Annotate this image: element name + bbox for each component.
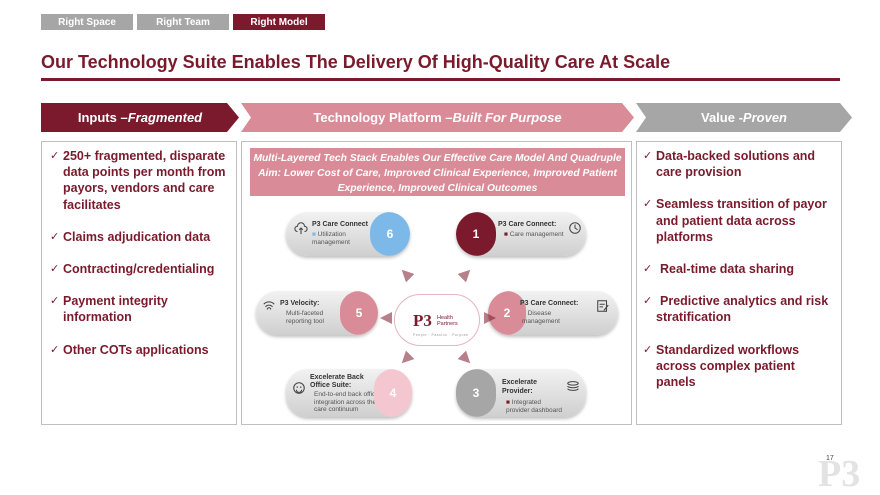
arrow-icon xyxy=(458,266,475,283)
item-desc: Multi-faceted reporting tool xyxy=(286,310,324,325)
wifi-icon xyxy=(263,301,275,310)
chevron-inputs-emph: Fragmented xyxy=(127,110,203,125)
document-edit-icon xyxy=(597,300,609,312)
check-icon: ✓ xyxy=(50,150,60,162)
page-title: Our Technology Suite Enables The Deliver… xyxy=(41,52,671,72)
chevron-technology: Technology Platform – Built For Purpose xyxy=(241,103,634,132)
p3-watermark-logo: P3 xyxy=(818,453,861,495)
item-number: 5 xyxy=(340,291,378,335)
check-icon: ✓ xyxy=(643,343,653,356)
item-desc: ■ Disease management xyxy=(522,310,560,325)
smiley-icon xyxy=(293,382,305,394)
chevron-inputs: Inputs – Fragmented xyxy=(41,103,239,132)
chevron-tech-lead: Technology Platform – xyxy=(313,110,453,125)
item-desc: End-to-end back office integration acros… xyxy=(314,391,379,413)
chevron-tech-emph: Built For Purpose xyxy=(452,110,562,125)
list-item: ✓Seamless transition of payor and patien… xyxy=(643,196,835,245)
item-title: P3 Velocity: xyxy=(280,300,320,307)
platform-panel: Multi-Layered Tech Stack Enables Our Eff… xyxy=(241,141,632,425)
inputs-item-text: Claims adjudication data xyxy=(63,229,211,244)
item-number: 4 xyxy=(374,369,412,417)
inputs-item-text: Other COTs applications xyxy=(63,342,209,357)
p3-logo-line2: Partners xyxy=(437,321,458,327)
inputs-item-text: 250+ fragmented, disparate data points p… xyxy=(63,149,226,212)
chevron-inputs-lead: Inputs – xyxy=(77,110,128,125)
value-list: ✓Data-backed solutions and care provisio… xyxy=(643,148,835,390)
inputs-item-text: Contracting/credentialing xyxy=(63,262,215,277)
platform-item-provider: 3 Excelerate Provider: ■ Integrated prov… xyxy=(456,369,586,417)
check-icon: ✓ xyxy=(50,295,60,308)
check-icon: ✓ xyxy=(50,343,60,356)
list-item: ✓Other COTs applications xyxy=(50,342,230,358)
inputs-panel: ✓250+ fragmented, disparate data points … xyxy=(41,141,237,425)
item-number: 2 xyxy=(488,291,526,335)
inputs-list: ✓250+ fragmented, disparate data points … xyxy=(50,148,230,358)
platform-item-back-office: Excelerate Back Office Suite: End-to-end… xyxy=(286,369,412,417)
value-item-text: Predictive analytics and risk stratifica… xyxy=(656,294,829,325)
value-item-text: Data-backed solutions and care provision xyxy=(656,149,816,180)
item-title: P3 Care Connect xyxy=(312,221,369,228)
item-desc: ■ Utilization management xyxy=(312,231,350,246)
cloud-upload-icon xyxy=(294,222,308,235)
list-item: ✓Contracting/credentialing xyxy=(50,261,230,277)
item-desc-text: Care management xyxy=(509,231,564,238)
item-title: Excelerate Provider: xyxy=(502,379,538,395)
check-icon: ✓ xyxy=(643,198,653,211)
item-number: 1 xyxy=(456,212,496,256)
item-desc: ■ Care management xyxy=(504,231,564,238)
inputs-item-text: Payment integrity information xyxy=(63,294,168,325)
tab-right-model[interactable]: Right Model xyxy=(233,14,325,30)
list-item: ✓Standardized workflows across complex p… xyxy=(643,342,835,391)
list-item: ✓Claims adjudication data xyxy=(50,229,230,245)
check-icon: ✓ xyxy=(50,230,60,243)
arrow-icon xyxy=(458,351,475,368)
clock-icon xyxy=(569,222,581,234)
p3-tagline: People · Passion · Purpose xyxy=(413,333,469,337)
tab-right-team[interactable]: Right Team xyxy=(137,14,229,30)
item-desc-text: Utilization management xyxy=(312,231,350,246)
arrow-icon xyxy=(398,351,415,368)
list-item: ✓Payment integrity information xyxy=(50,293,230,325)
list-item: ✓250+ fragmented, disparate data points … xyxy=(50,148,230,213)
chevron-value-lead: Value - xyxy=(701,110,743,125)
item-number: 3 xyxy=(456,369,496,417)
item-number: 6 xyxy=(370,212,410,256)
check-icon: ✓ xyxy=(50,263,60,276)
platform-item-utilization: P3 Care Connect ■ Utilization management… xyxy=(286,212,410,256)
platform-item-care-management: 1 P3 Care Connect: ■ Care management xyxy=(456,212,586,256)
section-tabs: Right Space Right Team Right Model xyxy=(41,14,325,30)
list-item: ✓ Real-time data sharing xyxy=(643,261,835,277)
platform-item-velocity: P3 Velocity: Multi-faceted reporting too… xyxy=(256,291,378,335)
platform-banner: Multi-Layered Tech Stack Enables Our Eff… xyxy=(250,148,625,196)
check-icon: ✓ xyxy=(643,150,653,162)
item-title: P3 Care Connect: xyxy=(520,300,579,307)
item-title: Excelerate Back Office Suite: xyxy=(310,374,364,389)
item-title: P3 Care Connect: xyxy=(498,221,557,228)
value-item-text: Seamless transition of payor and patient… xyxy=(656,197,827,244)
p3-logo: P3 xyxy=(413,311,432,330)
arrow-icon xyxy=(380,312,392,324)
tab-right-space[interactable]: Right Space xyxy=(41,14,133,30)
check-icon: ✓ xyxy=(643,295,653,308)
item-desc: ■ Integrated provider dashboard xyxy=(506,399,563,414)
chevron-value-emph: Proven xyxy=(742,110,787,125)
value-item-text: Real-time data sharing xyxy=(660,262,795,277)
p3-logo-line1: Health xyxy=(437,315,453,321)
arrow-icon xyxy=(398,266,415,283)
layers-icon xyxy=(567,381,579,391)
value-item-text: Standardized workflows across complex pa… xyxy=(656,342,800,390)
list-item: ✓Data-backed solutions and care provisio… xyxy=(643,148,835,180)
chevron-value: Value - Proven xyxy=(636,103,852,132)
value-panel: ✓Data-backed solutions and care provisio… xyxy=(636,141,842,425)
item-desc-text: Disease management xyxy=(522,310,560,325)
check-icon: ✓ xyxy=(643,263,653,276)
title-divider xyxy=(41,78,840,81)
item-desc-text: Integrated provider dashboard xyxy=(506,399,563,414)
platform-item-disease-management: 2 P3 Care Connect: ■ Disease management xyxy=(488,291,618,335)
list-item: ✓Predictive analytics and risk stratific… xyxy=(643,293,835,325)
page-number: 17 xyxy=(826,455,834,462)
